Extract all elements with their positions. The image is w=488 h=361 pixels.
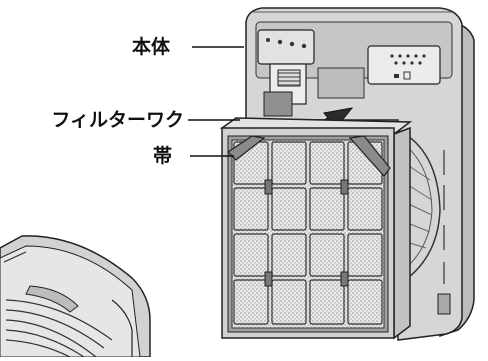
- label-body: 本体: [131, 36, 170, 58]
- label-filter-frame: フィルターワク: [51, 109, 184, 131]
- label-band: 帯: [152, 145, 172, 167]
- filter-band: [227, 135, 391, 177]
- filter-frame: [219, 117, 413, 340]
- leader-lines: [188, 46, 244, 157]
- purifier-second-unit: [0, 235, 151, 358]
